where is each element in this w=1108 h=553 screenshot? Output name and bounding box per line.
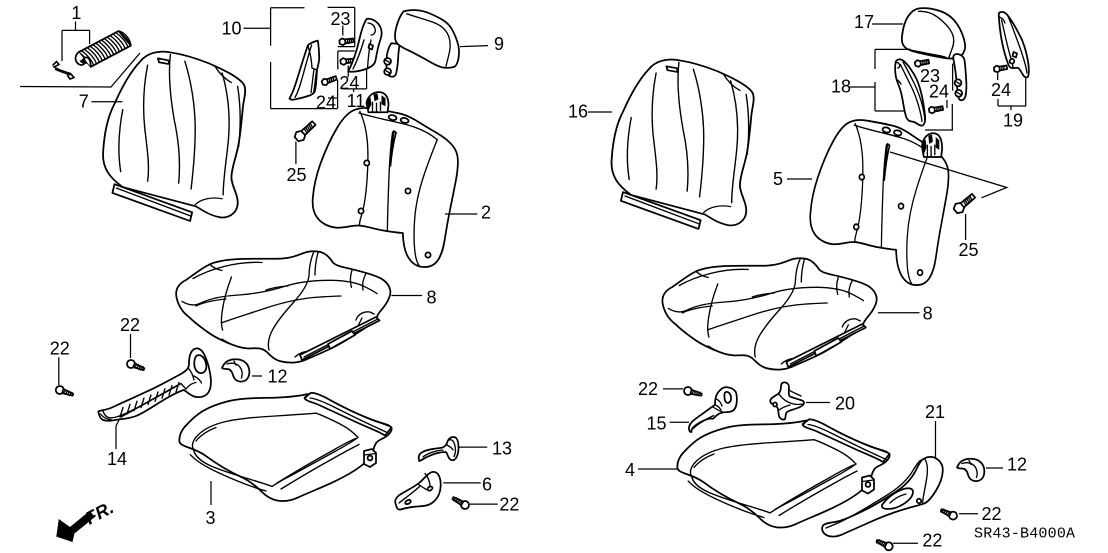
svg-text:14: 14 <box>107 449 127 469</box>
svg-text:6: 6 <box>482 474 492 494</box>
svg-text:22: 22 <box>50 338 70 358</box>
svg-text:23: 23 <box>920 66 940 86</box>
svg-text:9: 9 <box>494 34 504 54</box>
svg-text:13: 13 <box>492 438 512 458</box>
svg-text:22: 22 <box>922 530 942 550</box>
svg-text:22: 22 <box>120 315 140 335</box>
svg-text:SR43-B4000A: SR43-B4000A <box>974 526 1075 543</box>
svg-text:15: 15 <box>647 414 667 434</box>
svg-text:FR.: FR. <box>82 497 117 528</box>
svg-text:2: 2 <box>481 203 491 223</box>
svg-text:22: 22 <box>499 495 519 515</box>
svg-text:24: 24 <box>316 93 336 113</box>
svg-text:24: 24 <box>929 82 949 102</box>
svg-text:5: 5 <box>773 169 783 189</box>
svg-text:24: 24 <box>991 80 1011 100</box>
svg-text:25: 25 <box>287 165 307 185</box>
svg-text:24: 24 <box>339 73 359 93</box>
svg-text:21: 21 <box>925 402 945 422</box>
svg-text:20: 20 <box>835 394 855 414</box>
svg-text:12: 12 <box>268 366 288 386</box>
svg-text:11: 11 <box>347 91 366 111</box>
svg-text:22: 22 <box>982 504 1002 524</box>
svg-text:25: 25 <box>959 240 979 260</box>
svg-text:7: 7 <box>79 92 89 112</box>
svg-text:4: 4 <box>625 460 635 480</box>
svg-text:18: 18 <box>831 76 851 96</box>
svg-text:1: 1 <box>71 3 81 23</box>
svg-text:19: 19 <box>1003 111 1023 131</box>
svg-text:22: 22 <box>638 379 658 399</box>
svg-text:8: 8 <box>923 303 933 323</box>
svg-text:10: 10 <box>222 18 242 38</box>
svg-text:23: 23 <box>331 9 351 29</box>
svg-text:3: 3 <box>206 508 216 528</box>
svg-text:16: 16 <box>568 102 588 122</box>
svg-text:17: 17 <box>854 12 874 32</box>
svg-text:8: 8 <box>427 287 437 307</box>
svg-text:12: 12 <box>1007 455 1027 475</box>
